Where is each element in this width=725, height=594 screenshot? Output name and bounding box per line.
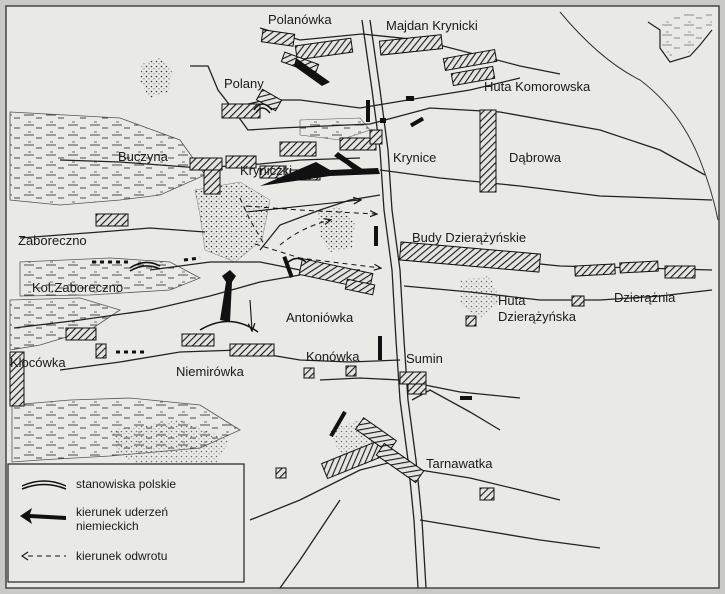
label-niemirowka: Niemirówka <box>176 364 245 379</box>
label-polanowka: Polanówka <box>268 12 332 27</box>
legend-german-attacks-line1: kierunek uderzeń <box>76 505 168 519</box>
dashed-positions <box>92 256 201 354</box>
label-dabrowa: Dąbrowa <box>509 150 562 165</box>
wooded-areas <box>110 58 500 470</box>
label-tarnawatka: Tarnawatka <box>426 456 493 471</box>
legend-retreat: kierunek odwrotu <box>76 549 167 563</box>
label-majdan-krynicki: Majdan Krynicki <box>386 18 478 33</box>
label-konowka: Konówka <box>306 349 360 364</box>
small-solid-arrows <box>245 200 360 330</box>
label-kryniczki: Kryniczki <box>240 163 292 178</box>
label-antoniowka: Antoniówka <box>286 310 354 325</box>
roads <box>13 19 713 589</box>
legend: stanowiska polskie kierunek uderzeń niem… <box>7 463 245 583</box>
german-attack-arrows <box>220 58 380 322</box>
label-huta-dzierazynska-line1: Huta <box>498 293 526 308</box>
label-huta-dzierazynska-line2: Dzierążyńska <box>498 309 577 324</box>
polish-positions-solid <box>282 96 472 438</box>
label-buczyna: Buczyna <box>118 149 169 164</box>
label-budy-dzierazynskie: Budy Dzierążyńskie <box>412 230 526 245</box>
label-sumin: Sumin <box>406 351 443 366</box>
label-huta-komorowska: Huta Komorowska <box>484 79 591 94</box>
stream <box>647 21 713 63</box>
legend-german-attacks-symbol <box>20 508 66 524</box>
label-zaboreczno: Zaboreczno <box>18 233 87 248</box>
label-klocowka: Klocówka <box>10 355 66 370</box>
legend-box <box>7 463 245 583</box>
legend-polish-positions: stanowiska polskie <box>76 477 176 491</box>
retreat-arrows <box>239 197 380 268</box>
river-bank <box>559 11 719 221</box>
villages <box>9 29 696 501</box>
legend-german-attacks-line2: niemieckich <box>76 519 139 533</box>
label-krynice: Krynice <box>393 150 436 165</box>
label-kol-zaboreczno: Kol.Zaboreczno <box>32 280 123 295</box>
label-dzierazniaa: Dzierążnia <box>614 290 676 305</box>
place-labels: Polanówka Majdan Krynicki Huta Komorowsk… <box>10 12 676 471</box>
label-polany: Polany <box>224 76 264 91</box>
stream-fill <box>652 14 712 58</box>
legend-polish-positions-symbol <box>21 480 67 487</box>
